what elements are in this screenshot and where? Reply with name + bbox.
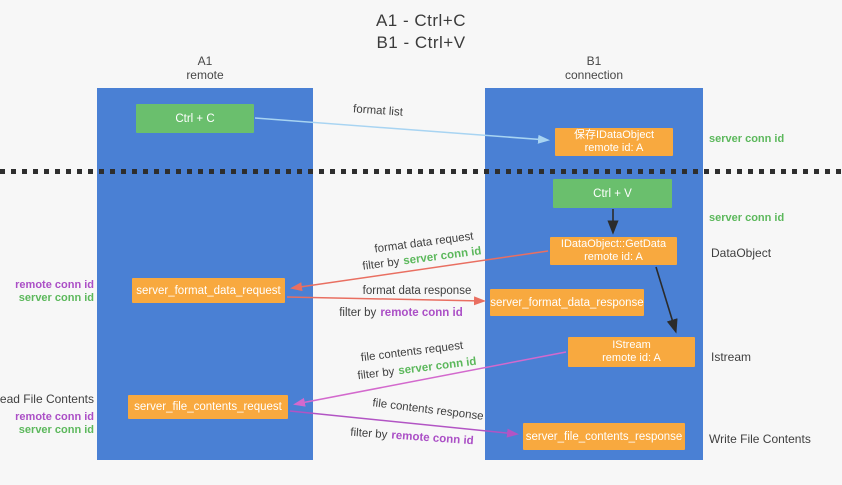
ctrl-c-label: Ctrl + C xyxy=(175,112,215,125)
filter-by-text: filter by xyxy=(361,256,401,273)
read-file-contents-label: Read File Contents xyxy=(0,392,94,406)
istream-box: IStream remote id: A xyxy=(568,337,695,367)
save-dataobject-line2: remote id: A xyxy=(584,142,644,154)
ctrl-v-label: Ctrl + V xyxy=(593,187,632,200)
dataobject-label: DataObject xyxy=(711,246,772,260)
server-format-data-response-box: server_format_data_response xyxy=(490,289,644,316)
right-column-role: connection xyxy=(564,68,624,82)
server-conn-id-label-file: server conn id xyxy=(18,424,94,436)
left-column-name: A1 xyxy=(197,54,213,68)
server-format-data-request-label: server_format_data_request xyxy=(136,284,281,297)
save-dataobject-line1: 保存IDataObject xyxy=(573,129,655,141)
server-conn-id-key: server conn id xyxy=(397,355,478,378)
format-conn-id-pair: remote conn id server conn id xyxy=(15,279,94,305)
remote-conn-id-label-file: remote conn id xyxy=(15,411,94,423)
server-file-contents-request-box: server_file_contents_request xyxy=(128,395,288,419)
remote-conn-id-label-format: remote conn id xyxy=(15,279,94,291)
left-column-role: remote xyxy=(186,68,224,82)
right-column-name: B1 xyxy=(586,54,602,68)
title-line-1: A1 - Ctrl+C xyxy=(375,11,467,30)
istream-line2: remote id: A xyxy=(602,352,661,364)
getdata-line1: IDataObject::GetData xyxy=(560,238,667,250)
save-dataobject-box: 保存IDataObject remote id: A xyxy=(555,128,673,156)
filter-by-text: filter by xyxy=(349,426,388,442)
server-conn-id-label-format: server conn id xyxy=(18,292,94,304)
left-column-header: A1 remote xyxy=(97,54,313,82)
istream-line1: IStream xyxy=(612,339,651,351)
remote-conn-id-key: remote conn id xyxy=(390,429,475,448)
server-format-data-response-label: server_format_data_response xyxy=(490,296,644,309)
right-column-header: B1 connection xyxy=(485,54,703,82)
filter-by-text: filter by xyxy=(339,307,377,319)
format-list-label: format list xyxy=(352,103,404,119)
format-data-response-arrow xyxy=(286,296,486,306)
ctrl-c-box: Ctrl + C xyxy=(136,104,254,133)
write-file-contents-label: Write File Contents xyxy=(709,432,811,446)
remote-conn-id-key: remote conn id xyxy=(380,307,463,319)
filter-by-text: filter by xyxy=(356,365,396,383)
file-conn-id-pair: remote conn id server conn id xyxy=(15,411,94,437)
file-contents-response-label: file contents response xyxy=(371,397,485,423)
getdata-box: IDataObject::GetData remote id: A xyxy=(550,237,677,265)
server-conn-id-label-mid: server conn id xyxy=(709,212,785,224)
format-data-response-label: format data response xyxy=(362,285,472,297)
server-file-contents-request-label: server_file_contents_request xyxy=(134,401,282,413)
server-format-data-request-box: server_format_data_request xyxy=(132,278,285,303)
getdata-line2: remote id: A xyxy=(584,251,643,263)
server-file-contents-response-label: server_file_contents_response xyxy=(525,430,683,443)
session-separator-dotted-line xyxy=(0,169,842,174)
istream-side-label: Istream xyxy=(711,350,752,364)
title-line-2: B1 - Ctrl+V xyxy=(376,33,466,52)
server-conn-id-label-top: server conn id xyxy=(709,133,785,145)
ctrl-v-box: Ctrl + V xyxy=(553,179,672,208)
server-file-contents-response-box: server_file_contents_response xyxy=(523,423,685,450)
diagram-title: A1 - Ctrl+C B1 - Ctrl+V xyxy=(0,10,842,54)
